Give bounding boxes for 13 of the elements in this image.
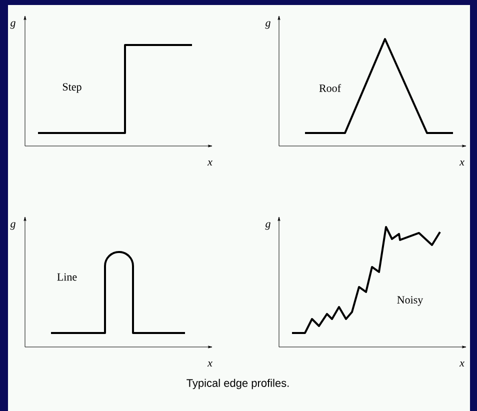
axis-label: g [10,222,16,230]
axis-label: x [459,160,464,166]
axis-label: g [10,21,16,29]
caption: Typical edge profiles. [186,378,289,390]
profile-label: Step [62,83,82,93]
axis-label: g [265,21,270,29]
axis-label: g [265,222,270,230]
axis-label: x [207,361,212,367]
profile-label: Noisy [397,296,424,306]
profile-label: Roof [319,84,341,92]
axis-label: x [459,361,464,367]
axis-label: x [207,160,212,166]
profile-label: Line [57,273,77,281]
